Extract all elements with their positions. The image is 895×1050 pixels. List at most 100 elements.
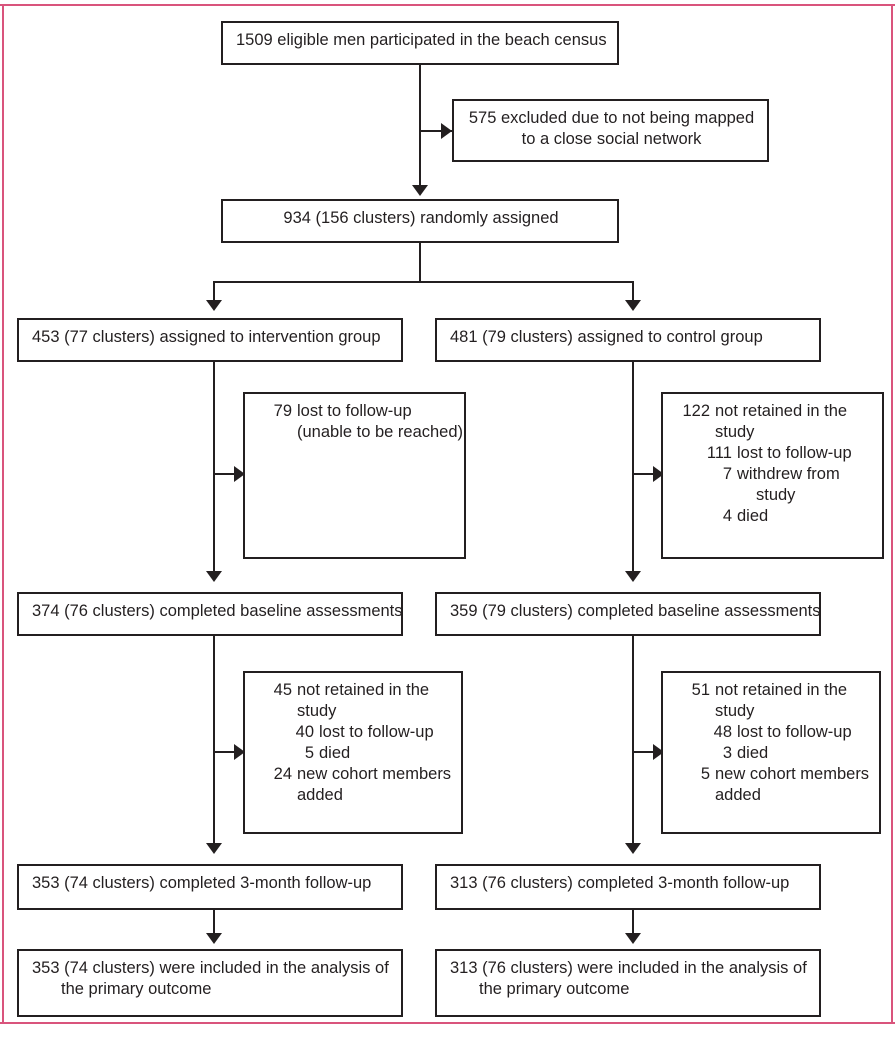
control-analysis-line-2: the primary outcome xyxy=(479,980,630,998)
row: 122 not retained in the xyxy=(676,401,871,422)
row-number: 7 xyxy=(722,465,732,483)
connector-control-followup-to-analysis xyxy=(632,910,634,938)
row: 4 died xyxy=(676,506,871,527)
row-label: new cohort members xyxy=(297,765,452,783)
row-continuation: added xyxy=(297,786,343,804)
row-label: lost to follow-up xyxy=(737,444,852,462)
intervention-analysis-line-2: the primary outcome xyxy=(61,980,212,998)
row-number: 45 xyxy=(273,681,292,699)
row-number: 48 xyxy=(713,723,732,741)
row-label: not retained in the xyxy=(715,681,848,699)
connector-split-left xyxy=(213,281,215,305)
connector-intervention-assigned-to-baseline xyxy=(213,362,215,576)
row-number: 3 xyxy=(722,744,732,762)
connector-to-control-loss-2 xyxy=(632,751,666,753)
node-intervention-analysis: 353 (74 clusters) were included in the a… xyxy=(17,949,403,1017)
randomized-text: 934 (156 clusters) randomly assigned xyxy=(283,209,559,227)
row: 40 lost to follow-up xyxy=(258,722,450,743)
connector-intervention-followup-to-analysis xyxy=(213,910,215,938)
node-control-loss-1: 122 not retained in the study 111 lost t… xyxy=(661,392,884,559)
control-loss-1-rows: 122 not retained in the study 111 lost t… xyxy=(676,401,871,527)
row-number: 24 xyxy=(273,765,292,783)
row: 7 withdrew from xyxy=(676,464,871,485)
row-label: not retained in the xyxy=(297,681,430,699)
frame-rule-bottom xyxy=(0,1022,895,1024)
connector-randomized-stem xyxy=(419,243,421,282)
control-followup-text: 313 (76 clusters) completed 3-month foll… xyxy=(450,874,790,892)
row-label: lost to follow-up xyxy=(737,723,852,741)
row-number: 5 xyxy=(700,765,710,783)
node-intervention-followup: 353 (74 clusters) completed 3-month foll… xyxy=(17,864,403,910)
row: 5 new cohort members xyxy=(676,764,870,785)
node-control-baseline: 359 (79 clusters) completed baseline ass… xyxy=(435,592,821,636)
row-continuation: study xyxy=(756,486,796,504)
arrow-to-intervention-assigned xyxy=(206,300,222,311)
arrow-intervention-baseline-to-followup xyxy=(206,843,222,854)
row-number: 122 xyxy=(682,402,710,420)
intervention-loss-1-rows: 79 lost to follow-up (unable to be reach… xyxy=(258,401,464,443)
arrow-to-control-assigned xyxy=(625,300,641,311)
connector-to-control-loss-1 xyxy=(632,473,666,475)
arrow-control-followup-to-analysis xyxy=(625,933,641,944)
control-assigned-text: 481 (79 clusters) assigned to control gr… xyxy=(450,328,763,346)
connector-to-intervention-loss-2 xyxy=(213,751,247,753)
connector-split-right xyxy=(632,281,634,305)
node-intervention-loss-2: 45 not retained in the study 40 lost to … xyxy=(243,671,463,834)
row-number: 51 xyxy=(691,681,710,699)
intervention-assigned-text: 453 (77 clusters) assigned to interventi… xyxy=(32,328,381,346)
row-number: 111 xyxy=(706,444,732,462)
intervention-baseline-text: 374 (76 clusters) completed baseline ass… xyxy=(32,602,403,620)
row-continuation: study xyxy=(715,423,755,441)
row-label: new cohort members xyxy=(715,765,870,783)
row-continuation: added xyxy=(715,786,761,804)
intervention-analysis-line-1: 353 (74 clusters) were included in the a… xyxy=(32,959,389,977)
row-label: not retained in the xyxy=(715,402,848,420)
intervention-followup-text: 353 (74 clusters) completed 3-month foll… xyxy=(32,874,372,892)
node-intervention-loss-1: 79 lost to follow-up (unable to be reach… xyxy=(243,392,466,559)
row-label: died xyxy=(737,507,769,525)
arrow-intervention-assigned-to-baseline xyxy=(206,571,222,582)
control-loss-2-rows: 51 not retained in the study 48 lost to … xyxy=(676,680,870,806)
node-excluded: 575 excluded due to not being mapped to … xyxy=(452,99,769,162)
node-control-loss-2: 51 not retained in the study 48 lost to … xyxy=(661,671,881,834)
row-number: 40 xyxy=(295,723,314,741)
node-randomized: 934 (156 clusters) randomly assigned xyxy=(221,199,619,243)
connector-control-baseline-to-followup xyxy=(632,636,634,848)
arrow-control-assigned-to-baseline xyxy=(625,571,641,582)
connector-control-assigned-to-baseline xyxy=(632,362,634,576)
row-label: died xyxy=(319,744,351,762)
row-number: 5 xyxy=(304,744,314,762)
control-baseline-text: 359 (79 clusters) completed baseline ass… xyxy=(450,602,821,620)
row-number: 4 xyxy=(722,507,732,525)
row: 111 lost to follow-up xyxy=(676,443,871,464)
excluded-line-1: 575 excluded due to not being mapped xyxy=(468,109,755,127)
connector-split-bar xyxy=(213,281,634,283)
enrollment-text: 1509 eligible men participated in the be… xyxy=(236,31,607,49)
excluded-line-2: to a close social network xyxy=(521,130,702,148)
node-control-assigned: 481 (79 clusters) assigned to control gr… xyxy=(435,318,821,362)
arrow-to-control-loss-1 xyxy=(653,466,664,482)
intervention-loss-2-rows: 45 not retained in the study 40 lost to … xyxy=(258,680,452,806)
frame-rule-right xyxy=(891,4,893,1023)
connector-to-intervention-loss-1 xyxy=(213,473,247,475)
row: 24 new cohort members xyxy=(258,764,452,785)
row-continuation: (unable to be reached) xyxy=(297,423,464,441)
row-continuation: study xyxy=(715,702,755,720)
row: 79 lost to follow-up xyxy=(258,401,453,422)
row: 5 died xyxy=(258,743,450,764)
frame-rule-top xyxy=(0,4,895,6)
node-control-analysis: 313 (76 clusters) were included in the a… xyxy=(435,949,821,1017)
frame-rule-left xyxy=(2,4,4,1023)
arrow-to-intervention-loss-1 xyxy=(234,466,245,482)
arrow-to-intervention-loss-2 xyxy=(234,744,245,760)
row-number: 79 xyxy=(273,402,292,420)
arrow-to-excluded xyxy=(441,123,452,139)
row-label: died xyxy=(737,744,769,762)
row: 3 died xyxy=(676,743,868,764)
connector-intervention-baseline-to-followup xyxy=(213,636,215,848)
row-continuation: study xyxy=(297,702,337,720)
connector-to-excluded xyxy=(419,130,453,132)
row: 51 not retained in the xyxy=(676,680,868,701)
control-analysis-line-1: 313 (76 clusters) were included in the a… xyxy=(450,959,807,977)
